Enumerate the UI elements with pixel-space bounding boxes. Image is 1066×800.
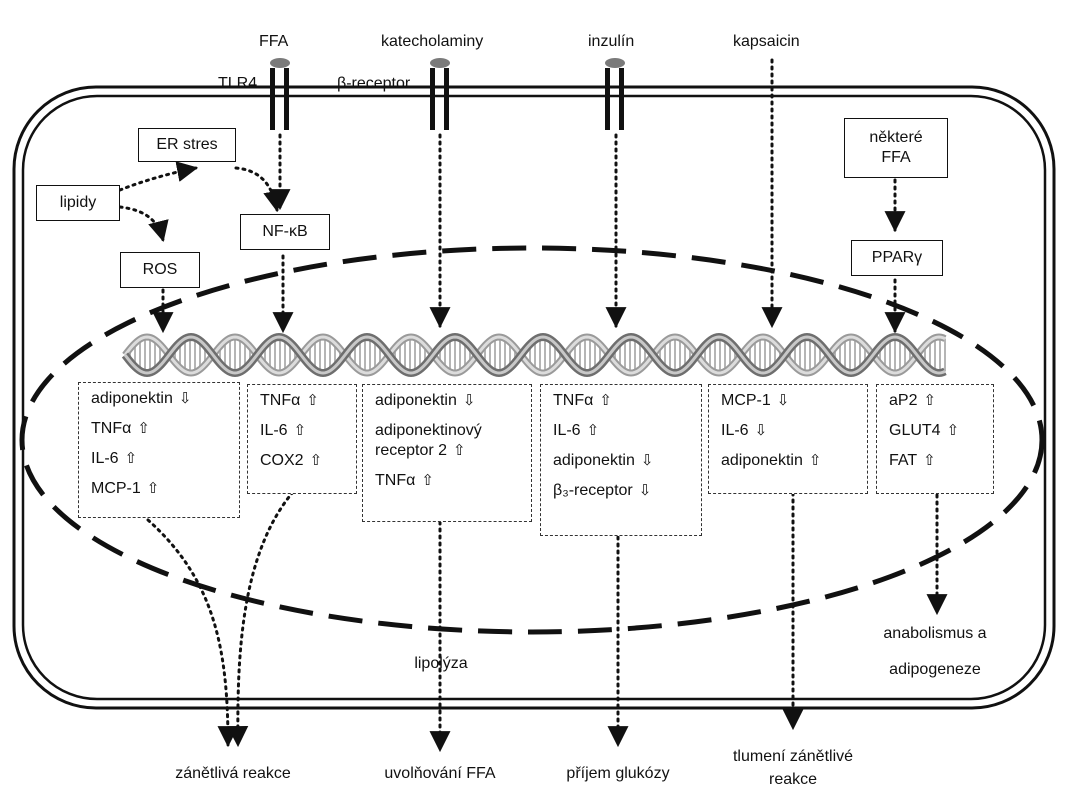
ppar-box: PPARγ (851, 240, 943, 276)
gene-item: IL-6⇧ (553, 422, 600, 439)
ffa-label: FFA (259, 33, 289, 50)
gene-item: MCP-1⇧ (91, 480, 160, 497)
gene-group-2: TNFα⇧ IL-6⇧ COX2⇧ (247, 384, 357, 494)
er-stress-label: ER stres (156, 136, 218, 153)
gene-item: IL-6⇧ (91, 450, 138, 467)
gene-item: TNFα⇧ (553, 392, 612, 409)
dna-helix (121, 332, 947, 378)
anabolism-label-2: adipogeneze (889, 661, 981, 678)
insulin-label: inzulín (588, 33, 635, 50)
gene-item: TNFα⇧ (375, 472, 434, 489)
beta-receptor-label: β-receptor (337, 75, 411, 92)
receptor-tlr4 (270, 58, 290, 130)
gene-group-1: adiponektin⇩ TNFα⇧ IL-6⇧ MCP-1⇧ (78, 382, 240, 518)
katecholaminy-label: katecholaminy (381, 33, 484, 50)
ros-box: ROS (120, 252, 200, 288)
ppar-label: PPARγ (871, 249, 923, 266)
gene-group-4: TNFα⇧ IL-6⇧ adiponektin⇩ β₃-receptor⇩ (540, 384, 702, 536)
gene-item: adiponektin⇩ (375, 392, 476, 409)
gene-item: IL-6⇩ (721, 422, 768, 439)
lipids-label: lipidy (59, 194, 97, 211)
gene-item: adiponektin⇩ (553, 452, 654, 469)
capsaicin-label: kapsaicin (733, 33, 800, 50)
gene-item: adiponektinový receptor 2⇧ (375, 422, 482, 459)
cell-membrane-inner (21, 94, 1047, 701)
gene-item: MCP-1⇩ (721, 392, 790, 409)
nfkb-label: NF-κB (262, 223, 308, 240)
tlr4-label: TLR4 (218, 75, 258, 92)
receptor-insulin (605, 58, 625, 130)
nucleus-ellipse (19, 245, 1045, 635)
inflammation-suppression-label-2: reakce (768, 771, 818, 788)
ros-label: ROS (142, 261, 178, 278)
inflammatory-reaction-label: zánětlivá reakce (175, 765, 291, 782)
gene-item: adiponektin⇧ (721, 452, 822, 469)
cell-membrane-outer (12, 85, 1056, 710)
gene-item: TNFα⇧ (260, 392, 319, 409)
some-ffa-label-1: některé (869, 129, 923, 146)
glucose-uptake-label: příjem glukózy (566, 765, 670, 782)
inflammation-suppression-label-1: tlumení zánětlivé (732, 748, 854, 765)
gene-item: β₃-receptor⇩ (553, 482, 652, 499)
nfkb-box: NF-κB (240, 214, 330, 250)
er-stress-box: ER stres (138, 128, 236, 162)
some-ffa-label-2: FFA (881, 149, 911, 166)
gene-group-5: MCP-1⇩ IL-6⇩ adiponektin⇧ (708, 384, 868, 494)
anabolism-label-1: anabolismus a (883, 625, 987, 642)
gene-item: TNFα⇧ (91, 420, 150, 437)
ffa-release-label: uvolňování FFA (384, 765, 496, 782)
gene-item: aP2⇧ (889, 392, 937, 409)
gene-group-6: aP2⇧ GLUT4⇧ FAT⇧ (876, 384, 994, 494)
gene-item: IL-6⇧ (260, 422, 307, 439)
gene-item: FAT⇧ (889, 452, 936, 469)
receptor-beta (430, 58, 450, 130)
gene-item: COX2⇧ (260, 452, 323, 469)
gene-group-3: adiponektin⇩ adiponektinový receptor 2⇧ … (362, 384, 532, 522)
gene-item: GLUT4⇧ (889, 422, 960, 439)
some-ffa-box: některé FFA (844, 118, 948, 178)
lipolysis-label: lipolýza (414, 655, 468, 672)
gene-item: adiponektin⇩ (91, 390, 192, 407)
lipids-box: lipidy (36, 185, 120, 221)
